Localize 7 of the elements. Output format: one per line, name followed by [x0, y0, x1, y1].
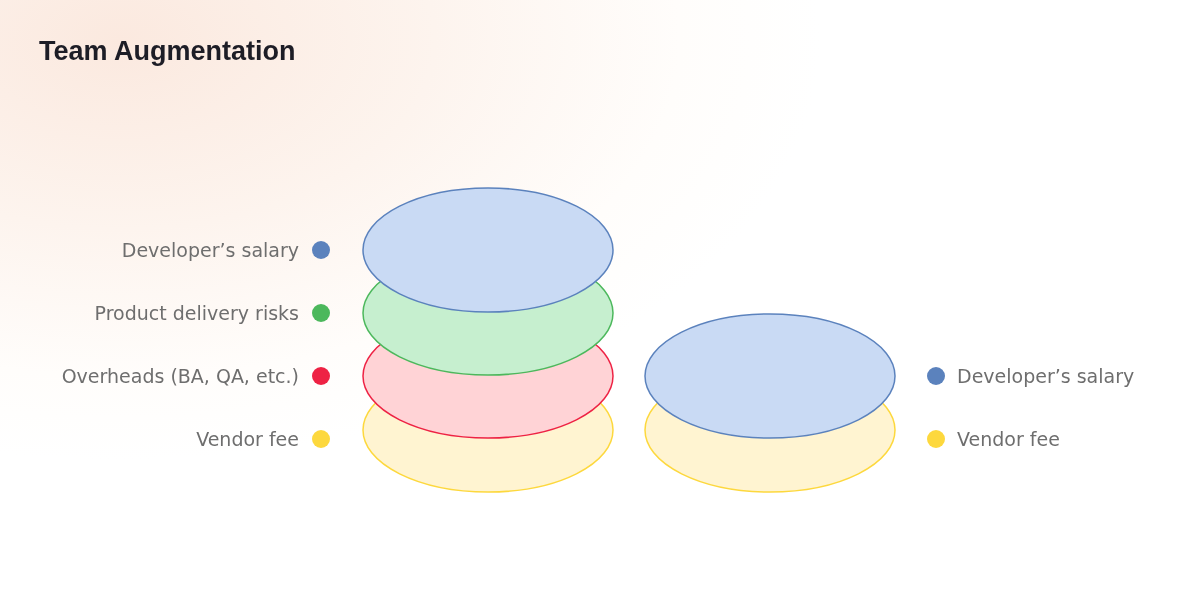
legend-label: Developer’s salary [121, 238, 299, 262]
legend-label: Vendor fee [196, 427, 299, 451]
legend-label: Overheads (BA, QA, etc.) [61, 364, 299, 388]
legend-label: Vendor fee [957, 427, 1060, 451]
legend-label: Product delivery risks [94, 301, 299, 325]
legend-label: Developer’s salary [957, 364, 1135, 388]
title: Team Augmentation [39, 35, 296, 68]
